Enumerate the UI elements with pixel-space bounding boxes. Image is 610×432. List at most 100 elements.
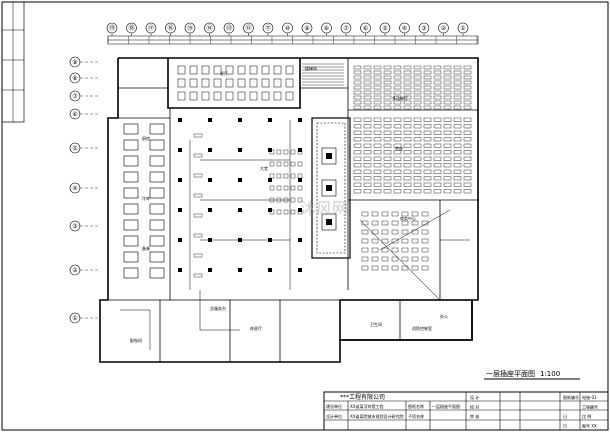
lobby-seat <box>276 161 282 167</box>
seat <box>453 182 462 187</box>
seat <box>393 130 402 135</box>
kitchen-unit <box>149 267 165 279</box>
axis-label: ⑬ <box>226 24 232 32</box>
seat <box>453 130 462 135</box>
lounge-seat <box>361 256 369 262</box>
structural-columns <box>178 118 302 272</box>
seat <box>393 70 402 75</box>
seat <box>383 65 392 70</box>
dining-table <box>201 91 210 101</box>
seat <box>383 70 392 75</box>
dining-table <box>225 65 234 75</box>
column <box>268 148 272 152</box>
seat <box>403 100 412 105</box>
column <box>208 118 212 122</box>
kitchen-unit <box>123 235 139 247</box>
column <box>178 268 182 272</box>
dining-table <box>213 78 222 88</box>
column <box>298 268 302 272</box>
lounge-seat <box>371 220 379 226</box>
title-block-value: 电施-03 <box>582 394 597 400</box>
seat <box>443 117 452 122</box>
circuit-tag <box>193 233 203 238</box>
title-block-signature: 校 对 <box>470 404 479 410</box>
room-label: 楼梯间 <box>305 65 317 71</box>
seat <box>363 130 372 135</box>
seat <box>453 124 462 129</box>
title-block-value: 一层插座平面图 <box>432 403 460 409</box>
lounge-seat <box>361 211 369 217</box>
dining-table <box>261 78 270 88</box>
seat <box>433 117 442 122</box>
seat <box>433 105 442 110</box>
circuit-line <box>199 290 240 331</box>
seat <box>463 169 472 174</box>
dining-table <box>201 78 210 88</box>
seat <box>413 65 422 70</box>
seat <box>413 75 422 80</box>
seat <box>433 143 442 148</box>
seat <box>393 189 402 194</box>
interior-walls <box>108 58 478 362</box>
dining-table <box>285 65 294 75</box>
seat <box>363 143 372 148</box>
seat <box>443 75 452 80</box>
seat <box>353 90 362 95</box>
lobby-seat <box>290 161 296 167</box>
title-block-key: 图纸名称 <box>408 403 424 409</box>
seat <box>433 163 442 168</box>
lobby-seat <box>283 209 289 215</box>
seat <box>453 100 462 105</box>
axis-label: ③ <box>421 25 426 32</box>
lounge-seat <box>411 256 419 262</box>
drawing-title: 一层插座平面图 <box>486 369 535 378</box>
seat <box>433 150 442 155</box>
lounge-seat <box>361 229 369 235</box>
seat <box>403 95 412 100</box>
seat <box>373 169 382 174</box>
seat <box>423 90 432 95</box>
axis-label: ② <box>441 25 447 32</box>
room-label: 配电间 <box>130 337 142 343</box>
seat <box>403 130 412 135</box>
lobby-seat <box>283 149 289 155</box>
lounge-seat <box>401 256 409 262</box>
column <box>298 208 302 212</box>
seat <box>373 65 382 70</box>
circuit-tag <box>193 153 203 158</box>
seat <box>353 189 362 194</box>
drawing-scale: 1:100 <box>540 370 560 378</box>
seat <box>403 176 412 181</box>
lounge-seat <box>391 256 399 262</box>
dining-table <box>189 78 198 88</box>
kitchen-unit <box>149 251 165 263</box>
lobby-seat <box>276 209 282 215</box>
seat <box>423 143 432 148</box>
lounge-seat <box>391 229 399 235</box>
seat <box>463 189 472 194</box>
seat <box>353 100 362 105</box>
socket-wiring-lines <box>120 120 470 350</box>
room-label: 厨房 <box>142 135 150 141</box>
kitchen-unit <box>123 155 139 167</box>
seat <box>403 105 412 110</box>
seat <box>363 85 372 90</box>
seat <box>443 130 452 135</box>
seat <box>433 75 442 80</box>
seat <box>373 124 382 129</box>
seat <box>363 105 372 110</box>
seat <box>443 65 452 70</box>
lounge-seat <box>401 238 409 244</box>
title-block-key: 日 <box>563 424 567 429</box>
seat <box>383 90 392 95</box>
seat <box>373 95 382 100</box>
title-block <box>323 391 609 431</box>
seat <box>453 90 462 95</box>
lounge-seat <box>381 238 389 244</box>
seat <box>413 95 422 100</box>
lounge-seat <box>361 238 369 244</box>
seat <box>463 124 472 129</box>
lobby-seat <box>297 197 303 203</box>
seat <box>353 80 362 85</box>
axis-label: ⑮ <box>187 24 193 32</box>
